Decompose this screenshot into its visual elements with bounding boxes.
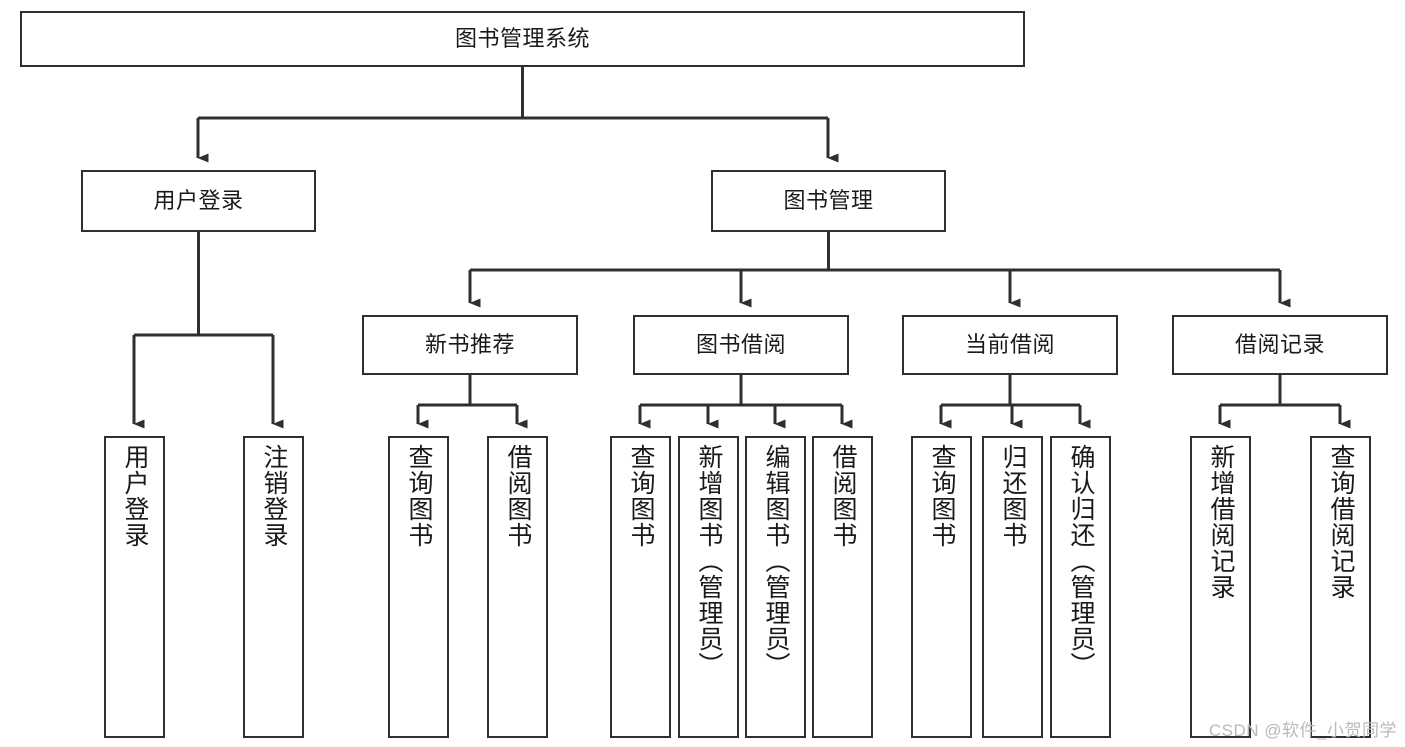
leaf-borrow-book[interactable]: 借阅图书 xyxy=(812,436,873,738)
node-label: 用户登录 xyxy=(153,188,244,214)
leaf-query-borrow-record[interactable]: 查询借阅记录 xyxy=(1310,436,1371,738)
edge-group-book-borrow xyxy=(638,375,853,429)
leaf-add-book-admin[interactable]: 新增图书（管理员） xyxy=(678,436,739,738)
node-label: 图书管理 xyxy=(783,188,874,214)
node-label: 编辑图书（管理员） xyxy=(762,444,790,678)
node-label: 归还图书 xyxy=(999,444,1027,548)
edge-group-current-borrow xyxy=(939,375,1091,429)
node-book-borrow[interactable]: 图书借阅 xyxy=(633,315,849,375)
leaf-confirm-return-admin[interactable]: 确认归还（管理员） xyxy=(1050,436,1111,738)
edge-group-root xyxy=(196,67,839,163)
leaf-query-book-borrow[interactable]: 查询图书 xyxy=(610,436,671,738)
edge-group-new-book-rec xyxy=(416,375,528,429)
node-label: 图书管理系统 xyxy=(454,26,590,52)
node-root-system[interactable]: 图书管理系统 xyxy=(20,11,1025,67)
leaf-return-book[interactable]: 归还图书 xyxy=(982,436,1043,738)
leaf-query-book-recommend[interactable]: 查询图书 xyxy=(388,436,449,738)
node-borrow-record[interactable]: 借阅记录 xyxy=(1172,315,1388,375)
node-label: 查询借阅记录 xyxy=(1327,444,1355,600)
node-user-login[interactable]: 用户登录 xyxy=(81,170,316,232)
leaf-logout[interactable]: 注销登录 xyxy=(243,436,304,738)
node-current-borrow[interactable]: 当前借阅 xyxy=(902,315,1118,375)
leaf-add-borrow-record[interactable]: 新增借阅记录 xyxy=(1190,436,1251,738)
edge-group-borrow-record xyxy=(1218,375,1351,429)
node-label: 用户登录 xyxy=(121,444,149,548)
leaf-user-login[interactable]: 用户登录 xyxy=(104,436,165,738)
leaf-borrow-book-recommend[interactable]: 借阅图书 xyxy=(487,436,548,738)
node-label: 查询图书 xyxy=(928,444,956,548)
node-label: 当前借阅 xyxy=(964,332,1055,358)
node-label: 新增借阅记录 xyxy=(1207,444,1235,600)
edge-group-book-manage xyxy=(468,232,1291,308)
node-label: 借阅记录 xyxy=(1234,332,1325,358)
node-label: 查询图书 xyxy=(405,444,433,548)
node-label: 新书推荐 xyxy=(424,332,515,358)
node-label: 确认归还（管理员） xyxy=(1067,444,1095,678)
node-label: 注销登录 xyxy=(260,444,288,548)
leaf-query-book-current[interactable]: 查询图书 xyxy=(911,436,972,738)
node-label: 借阅图书 xyxy=(829,444,857,548)
edge-group-user-login xyxy=(132,232,284,429)
node-label: 查询图书 xyxy=(627,444,655,548)
leaf-edit-book-admin[interactable]: 编辑图书（管理员） xyxy=(745,436,806,738)
node-book-management[interactable]: 图书管理 xyxy=(711,170,946,232)
node-label: 新增图书（管理员） xyxy=(695,444,723,678)
node-label: 借阅图书 xyxy=(504,444,532,548)
node-label: 图书借阅 xyxy=(695,332,786,358)
csdn-watermark: CSDN @软件_小贺同学 xyxy=(1208,721,1397,740)
node-new-book-recommend[interactable]: 新书推荐 xyxy=(362,315,578,375)
